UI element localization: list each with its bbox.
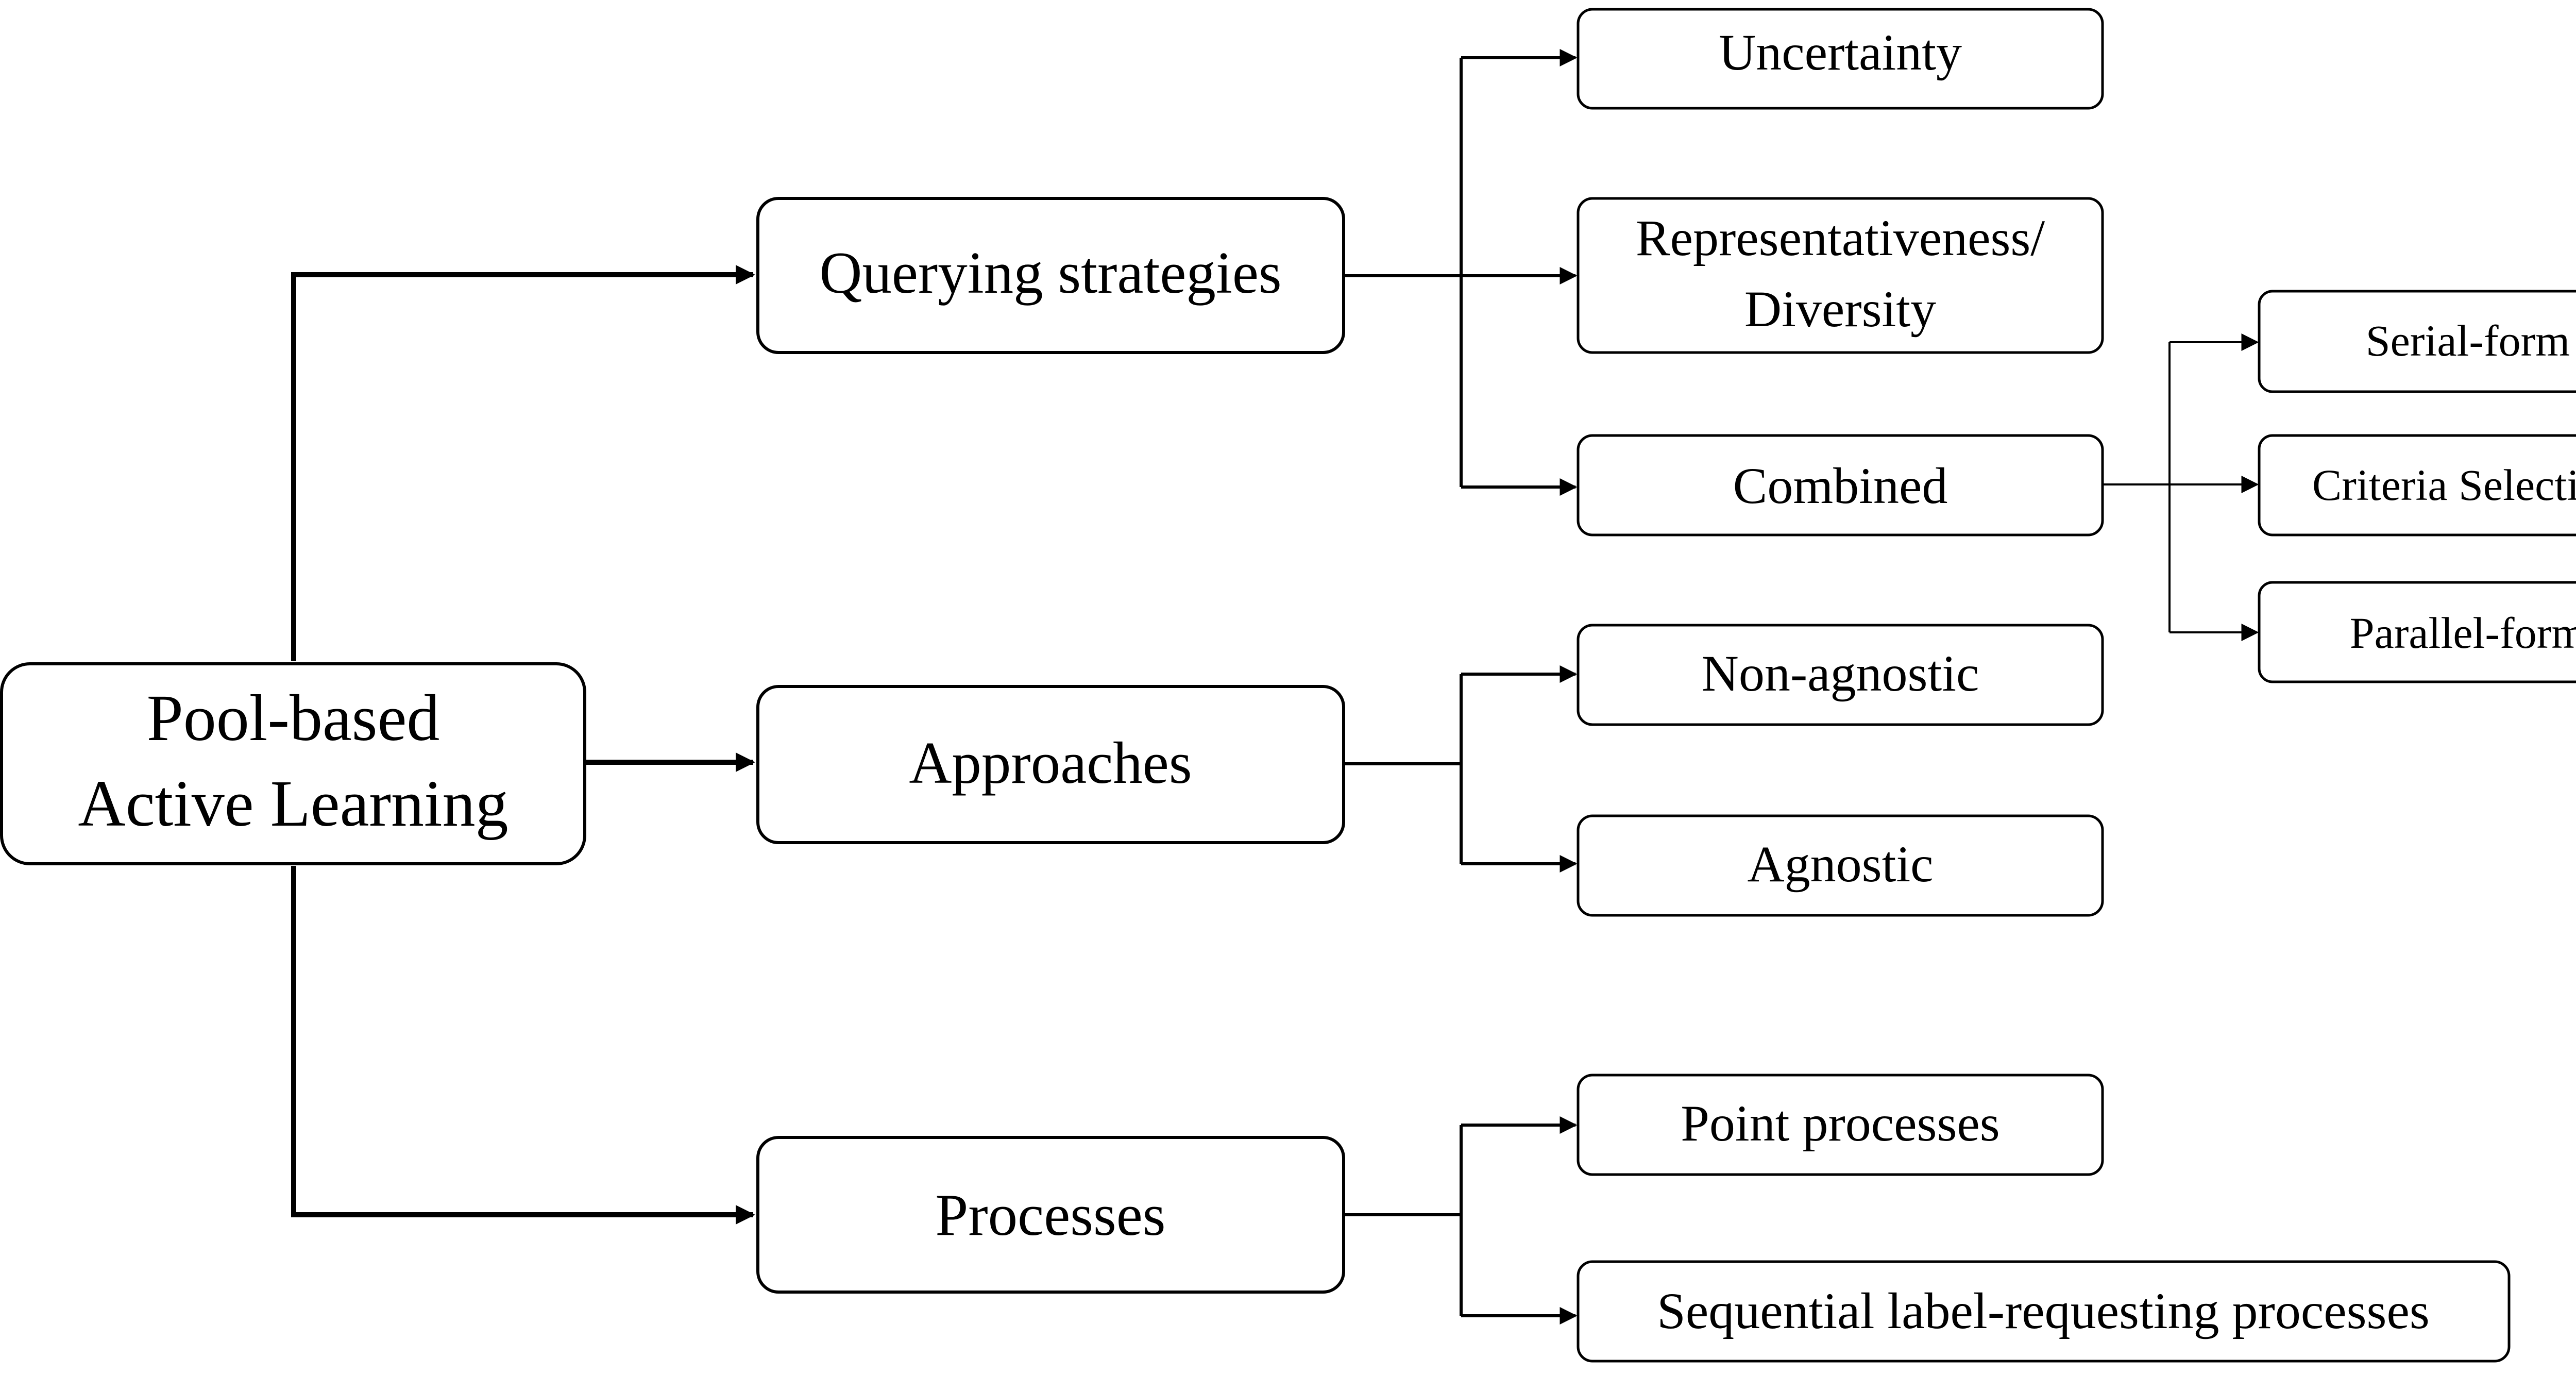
node-uncertainty: Uncertainty <box>1577 8 2104 110</box>
representativeness-label-line1: Representativeness/ <box>1636 209 2045 266</box>
agnostic-label: Agnostic <box>1747 835 1933 893</box>
node-criteria-selection: Criteria Selection <box>2258 434 2576 537</box>
node-agnostic: Agnostic <box>1577 814 2104 917</box>
processes-label: Processes <box>935 1182 1165 1248</box>
combined-connectors <box>2103 333 2259 641</box>
non-agnostic-label: Non-agnostic <box>1702 645 1979 702</box>
criteria-selection-label: Criteria Selection <box>2312 460 2576 510</box>
root-label-line2: Active Learning <box>78 767 508 840</box>
node-combined: Combined <box>1577 434 2104 537</box>
root-label-line1: Pool-based <box>147 681 440 755</box>
node-parallel-form: Parallel-form <box>2258 581 2576 683</box>
sequential-processes-label: Sequential label-requesting processes <box>1657 1282 2430 1339</box>
node-representativeness-diversity: Representativeness/ Diversity <box>1577 197 2104 354</box>
serial-form-label: Serial-form <box>2366 316 2570 365</box>
node-point-processes: Point processes <box>1577 1074 2104 1176</box>
representativeness-label-line2: Diversity <box>1744 280 1936 338</box>
connector-root-processes <box>291 866 755 1225</box>
node-querying-strategies: Querying strategies <box>756 197 1345 354</box>
node-sequential-processes: Sequential label-requesting processes <box>1577 1260 2511 1363</box>
querying-strategies-label: Querying strategies <box>819 240 1281 306</box>
node-non-agnostic: Non-agnostic <box>1577 624 2104 726</box>
combined-label: Combined <box>1733 457 1948 514</box>
approaches-label: Approaches <box>909 730 1192 796</box>
parallel-form-label: Parallel-form <box>2350 608 2576 658</box>
connector-root-querying <box>291 265 755 661</box>
node-approaches: Approaches <box>756 685 1345 844</box>
node-serial-form: Serial-form <box>2258 290 2576 393</box>
branch-connectors <box>1345 49 1578 1325</box>
node-processes: Processes <box>756 1136 1345 1294</box>
uncertainty-label: Uncertainty <box>1719 24 1962 81</box>
point-processes-label: Point processes <box>1681 1095 1999 1152</box>
root-node: Pool-based Active Learning <box>0 662 586 865</box>
root-connectors <box>291 265 755 1225</box>
